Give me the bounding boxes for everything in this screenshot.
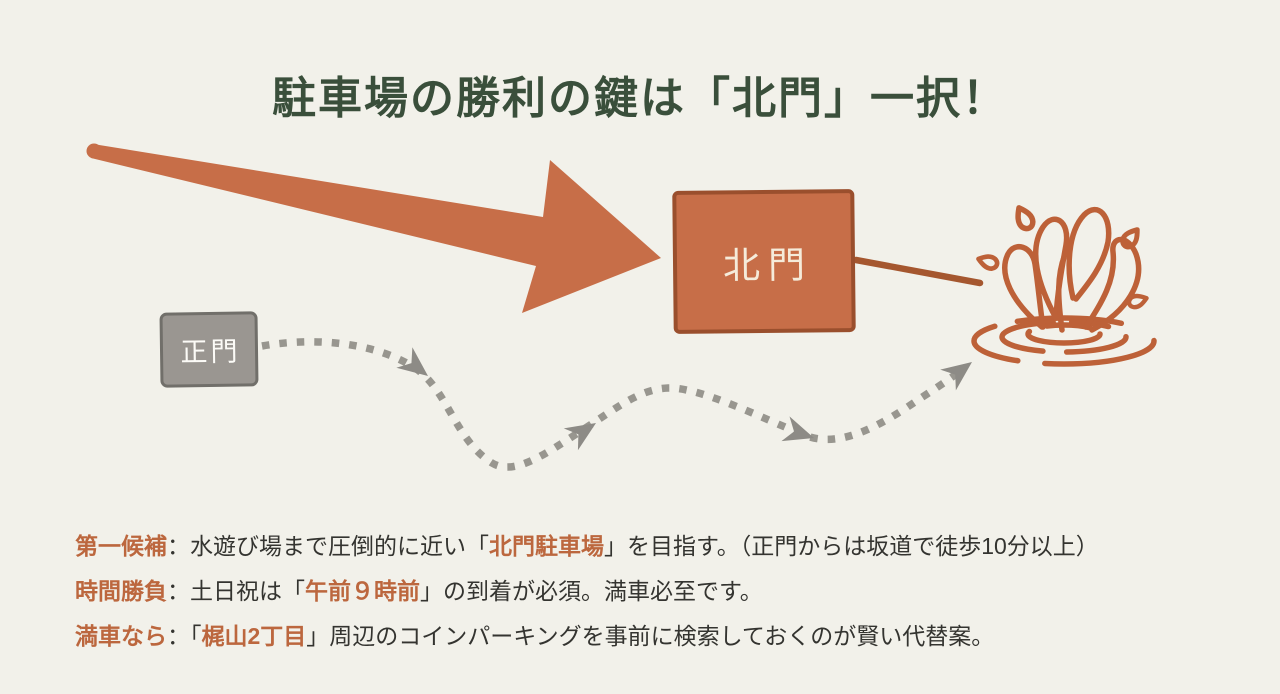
note-text: 」の到着が必須。満車必至です。	[420, 578, 763, 604]
note-colon: ：	[167, 623, 190, 649]
main-gate-label: 正門	[180, 336, 241, 368]
note-label: 第一候補	[75, 533, 167, 559]
note-label: 時間勝負	[75, 578, 167, 604]
note-highlight: 北門駐車場	[489, 533, 604, 559]
dotted-route-path	[261, 338, 972, 471]
notes-block: 第一候補：水遊び場まで圧倒的に近い「北門駐車場」を目指す。（正門からは坂道で徒歩…	[75, 524, 1225, 659]
note-colon: ：	[167, 578, 190, 604]
big-arrow-icon	[86, 143, 661, 313]
route-arrowhead-4	[940, 362, 972, 391]
note-text: 「	[190, 623, 202, 649]
north-gate-connector-line	[852, 256, 984, 287]
note-colon: ：	[167, 533, 190, 559]
note-text: 土日祝は「	[190, 578, 305, 604]
main-gate-box: 正門	[159, 311, 259, 388]
note-first-choice: 第一候補：水遊び場まで圧倒的に近い「北門駐車場」を目指す。（正門からは坂道で徒歩…	[75, 524, 1225, 569]
route-arrowhead-1	[396, 347, 428, 376]
north-gate-label: 北門	[722, 243, 814, 286]
route-arrowhead-2	[563, 423, 596, 451]
note-highlight: 梶山2丁目	[201, 623, 307, 649]
water-splash-icon	[971, 205, 1157, 367]
note-if-full: 満車なら：「梶山2丁目」周辺のコインパーキングを事前に検索しておくのが賢い代替案…	[75, 614, 1225, 659]
route-arrowhead-3	[781, 416, 814, 442]
note-timing: 時間勝負：土日祝は「午前９時前」の到着が必須。満車必至です。	[75, 569, 1225, 614]
page-title: 駐車場の勝利の鍵は「北門」一択！	[272, 74, 1008, 123]
north-gate-box: 北門	[672, 189, 856, 334]
note-text: 水遊び場まで圧倒的に近い「	[190, 533, 489, 559]
note-text: 」周辺のコインパーキングを事前に検索しておくのが賢い代替案。	[306, 623, 995, 649]
note-highlight: 午前９時前	[305, 578, 420, 604]
note-label: 満車なら	[75, 623, 167, 649]
note-text: 」を目指す。（正門からは坂道で徒歩10分以上）	[604, 533, 1099, 559]
